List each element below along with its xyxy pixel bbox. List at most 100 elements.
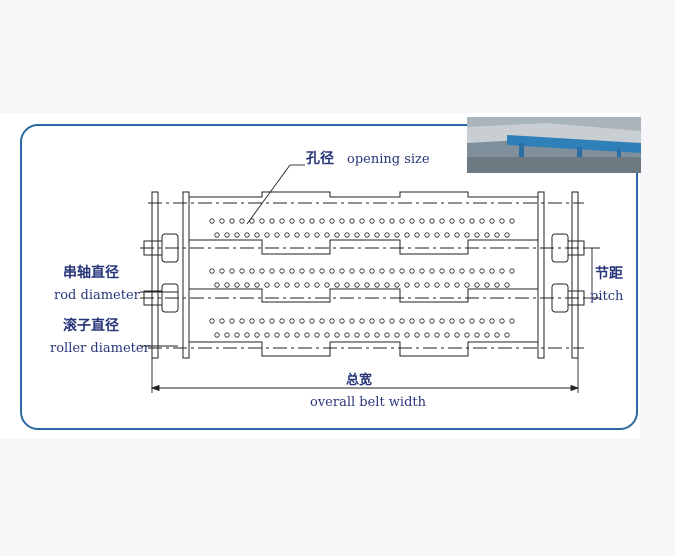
perforation-hole [279, 218, 285, 224]
perforation-hole [344, 282, 350, 288]
perforation-hole [224, 232, 230, 238]
perforation-hole [309, 268, 315, 274]
rod-diameter-cn: 串轴直径 [63, 264, 119, 281]
perforation-hole [344, 232, 350, 238]
perforation-hole [319, 318, 325, 324]
perforation-hole [414, 332, 420, 338]
perforation-hole [304, 232, 310, 238]
perforation-hole [359, 268, 365, 274]
perforation-hole [439, 218, 445, 224]
opening-size-cn: 孔径 [306, 150, 334, 167]
perforation-hole [279, 318, 285, 324]
perforation-hole [474, 232, 480, 238]
perforation-hole [254, 282, 260, 288]
pitch-en: pitch [590, 289, 624, 304]
perforation-hole [479, 318, 485, 324]
perforation-hole [299, 268, 305, 274]
perforation-hole [284, 232, 290, 238]
perforation-hole [239, 268, 245, 274]
perforation-hole [494, 332, 500, 338]
perforation-hole [484, 282, 490, 288]
perforation-hole [444, 232, 450, 238]
perforation-hole [409, 218, 415, 224]
perforation-hole [459, 218, 465, 224]
perforation-hole [444, 282, 450, 288]
perforation-hole [359, 218, 365, 224]
perforation-hole [399, 218, 405, 224]
perforation-hole [424, 282, 430, 288]
perforation-hole [274, 232, 280, 238]
roller-diameter-cn: 滚子直径 [63, 317, 119, 334]
perforation-hole [309, 318, 315, 324]
perforation-hole [349, 218, 355, 224]
perforation-hole [339, 268, 345, 274]
perforation-hole [369, 318, 375, 324]
perforation-hole [264, 332, 270, 338]
left-side-plate [151, 191, 159, 359]
perforation-hole [369, 268, 375, 274]
perforation-hole [299, 218, 305, 224]
perforation-hole [239, 318, 245, 324]
perforation-hole [289, 268, 295, 274]
perforation-hole [329, 268, 335, 274]
belt-top-edge [189, 191, 538, 198]
perforation-hole [259, 268, 265, 274]
perforation-hole [304, 332, 310, 338]
perforation-hole [304, 282, 310, 288]
overall-width-cn: 总宽 [346, 372, 372, 388]
perforation-hole [364, 332, 370, 338]
perforation-hole [249, 318, 255, 324]
perforation-hole [489, 268, 495, 274]
perforation-hole [499, 268, 505, 274]
perforation-hole [394, 332, 400, 338]
perforation-hole [414, 232, 420, 238]
perforation-hole [294, 332, 300, 338]
perforation-hole [234, 282, 240, 288]
perforation-hole [374, 232, 380, 238]
perforation-hole [409, 318, 415, 324]
perforation-hole [474, 332, 480, 338]
perforation-hole [504, 232, 510, 238]
perforation-hole [479, 268, 485, 274]
perforation-hole [449, 318, 455, 324]
perforation-hole [244, 232, 250, 238]
perforation-hole [429, 268, 435, 274]
perforation-hole [259, 218, 265, 224]
perforation-hole [419, 318, 425, 324]
perforation-hole [504, 332, 510, 338]
perforation-hole [354, 282, 360, 288]
perforation-hole [209, 218, 215, 224]
perforation-hole [399, 268, 405, 274]
perforation-hole [284, 282, 290, 288]
rounded-frame [20, 124, 638, 430]
right-side-plate [571, 191, 579, 359]
perforation-hole [229, 268, 235, 274]
perforation-hole [449, 268, 455, 274]
perforation-hole [454, 332, 460, 338]
perforation-hole [229, 218, 235, 224]
perforation-hole [269, 318, 275, 324]
perforation-hole [494, 232, 500, 238]
perforation-hole [414, 282, 420, 288]
perforation-hole [349, 318, 355, 324]
perforation-hole [404, 232, 410, 238]
perforation-hole [464, 332, 470, 338]
perforation-hole [234, 232, 240, 238]
perforation-hole [339, 318, 345, 324]
perforation-hole [449, 218, 455, 224]
pitch-cn: 节距 [595, 265, 623, 282]
perforation-hole [209, 318, 215, 324]
perforation-hole [494, 282, 500, 288]
perforation-hole [254, 332, 260, 338]
perforation-hole [354, 232, 360, 238]
perforation-hole [359, 318, 365, 324]
perforation-hole [434, 282, 440, 288]
perforation-hole [489, 318, 495, 324]
roller-diameter-en: roller diameter [50, 341, 151, 356]
perforation-hole [314, 282, 320, 288]
perforation-hole [234, 332, 240, 338]
perforation-hole [249, 218, 255, 224]
perforation-hole [429, 218, 435, 224]
perforation-hole [394, 282, 400, 288]
